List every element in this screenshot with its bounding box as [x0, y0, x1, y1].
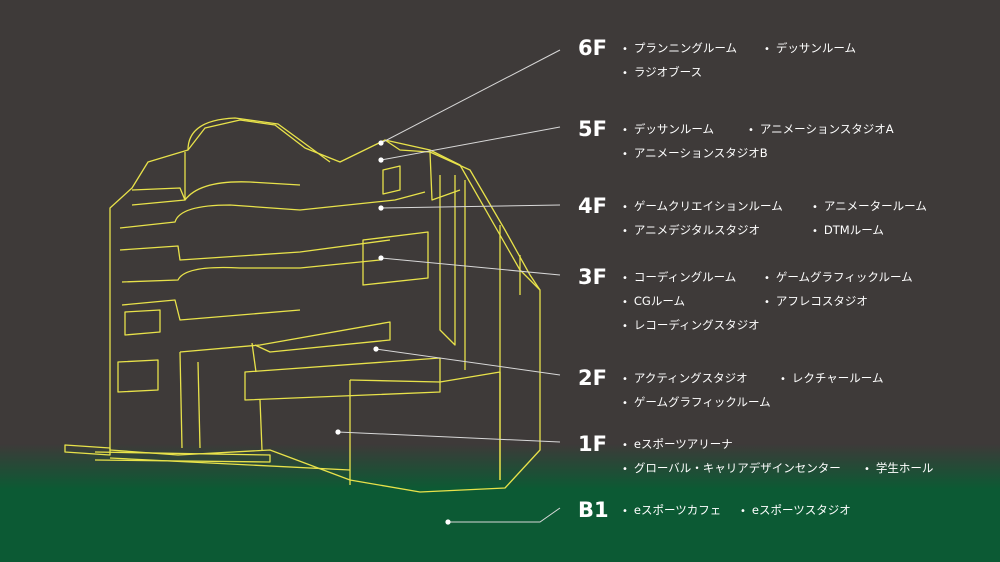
room-item: アニメーションスタジオA: [748, 122, 894, 138]
room-item: コーディングルーム: [622, 270, 736, 286]
leader-dot: [445, 519, 451, 525]
room-item: DTMルーム: [812, 223, 884, 239]
room-item: アニメータールーム: [812, 199, 927, 215]
room-item: レコーディングスタジオ: [622, 318, 760, 334]
room-item: eスポーツスタジオ: [740, 503, 851, 519]
leader-line-3f: [380, 257, 561, 276]
room-item: アニメデジタルスタジオ: [622, 223, 760, 239]
room-item: ゲームグラフィックルーム: [622, 395, 771, 411]
room-item: ラジオブース: [622, 65, 702, 81]
floor-label: 2F: [578, 366, 607, 390]
floor-label: 5F: [578, 117, 607, 141]
room-item: アクティングスタジオ: [622, 371, 748, 387]
leader-dot: [335, 429, 341, 435]
room-item: グローバル・キャリアデザインセンター: [622, 461, 841, 477]
room-item: ゲームグラフィックルーム: [764, 270, 913, 286]
leader-dot: [378, 157, 384, 163]
leader-line-b1: [448, 507, 561, 523]
room-item: eスポーツカフェ: [622, 503, 721, 519]
leader-dot: [378, 205, 384, 211]
leader-line-2f: [375, 348, 561, 376]
room-item: デッサンルーム: [764, 41, 856, 57]
leader-line-4f: [380, 204, 561, 209]
room-item: アニメーションスタジオB: [622, 146, 768, 162]
room-item: デッサンルーム: [622, 122, 714, 138]
room-item: プランニングルーム: [622, 41, 737, 57]
leader-line-5f: [380, 126, 561, 161]
room-item: アフレコスタジオ: [764, 294, 868, 310]
floor-label: 1F: [578, 432, 607, 456]
floor-label: 6F: [578, 36, 607, 60]
leader-dot: [378, 140, 384, 146]
leader-dot: [373, 346, 379, 352]
floor-label: 3F: [578, 265, 607, 289]
room-item: CGルーム: [622, 294, 685, 310]
leader-dot: [378, 255, 384, 261]
leader-line-6f: [380, 49, 561, 144]
floor-label: B1: [578, 498, 609, 522]
room-item: ゲームクリエイションルーム: [622, 199, 783, 215]
room-item: レクチャールーム: [780, 371, 884, 387]
room-item: eスポーツアリーナ: [622, 437, 733, 453]
room-item: 学生ホール: [864, 461, 934, 477]
leader-line-1f: [337, 431, 561, 443]
floor-label: 4F: [578, 194, 607, 218]
